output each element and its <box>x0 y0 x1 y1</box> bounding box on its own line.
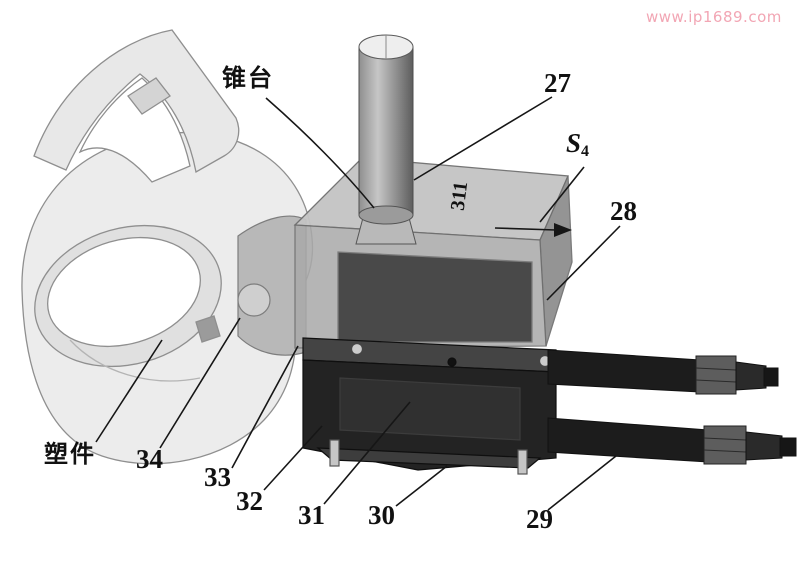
label-s4-subscript: 4 <box>581 143 590 160</box>
plastic-ring-part-shape <box>21 29 314 465</box>
label-plastic-part: 塑件 <box>44 440 96 468</box>
label-32: 32 <box>236 486 263 516</box>
label-29: 29 <box>526 504 553 534</box>
watermark-text: www.ip1689.com <box>646 8 782 26</box>
label-34: 34 <box>136 444 163 474</box>
label-28: 28 <box>610 196 637 226</box>
manifold-block-shape <box>302 337 557 475</box>
gate-junction-shape <box>237 215 307 356</box>
label-s4: S4 <box>566 130 589 160</box>
label-cone-frustum: 锥台 <box>222 64 274 92</box>
hoses-shape <box>547 349 797 465</box>
mold-housing-shape <box>293 157 573 349</box>
label-27: 27 <box>544 68 571 98</box>
label-31: 31 <box>298 500 325 530</box>
vertical-cylinder-shape <box>355 34 417 245</box>
leader-lines <box>95 96 621 511</box>
label-33: 33 <box>204 462 231 492</box>
label-s4-base: S <box>566 128 582 158</box>
label-311: 311 <box>446 180 473 212</box>
s4-direction-arrowhead <box>554 223 572 237</box>
label-30: 30 <box>368 500 395 530</box>
